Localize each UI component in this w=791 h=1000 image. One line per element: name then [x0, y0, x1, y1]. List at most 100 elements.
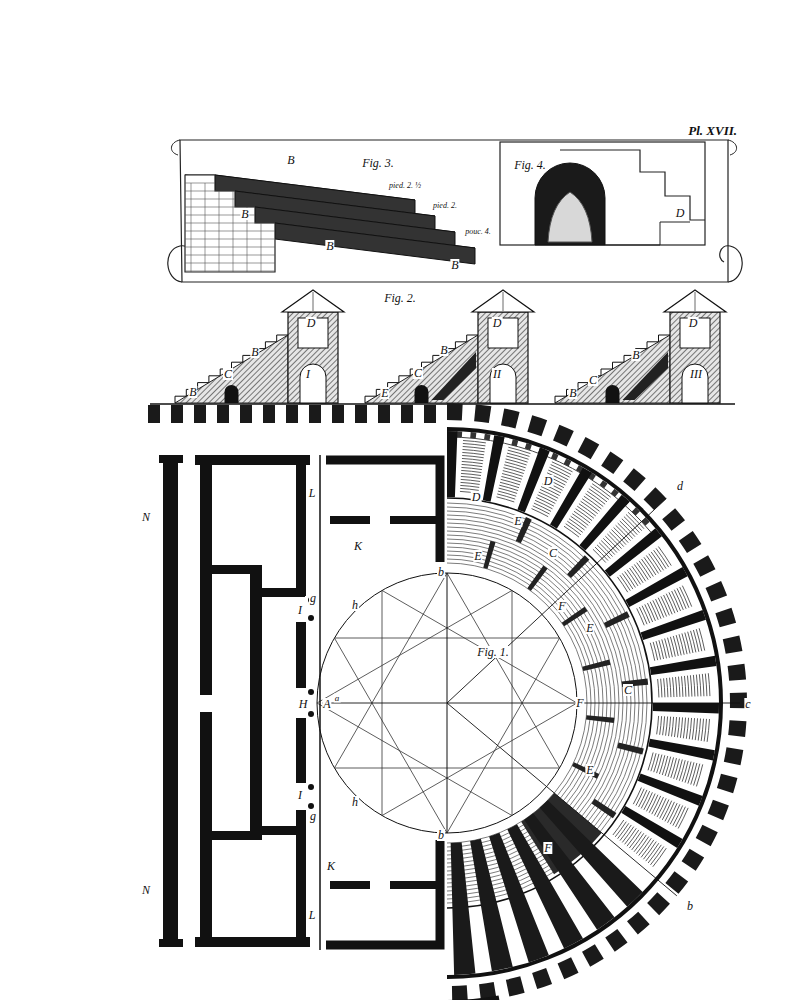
stair-hatch: [696, 764, 702, 786]
stair-hatch: [687, 676, 688, 697]
pier: [706, 581, 728, 602]
pier: [682, 849, 705, 871]
stair-hatch: [669, 717, 671, 736]
radial-wall: [653, 703, 719, 713]
stair-hatch: [502, 474, 522, 480]
pier: [501, 409, 520, 429]
stair-hatch: [679, 677, 680, 697]
seating-section: [175, 335, 288, 403]
pier: [424, 405, 436, 423]
masonry-joint: [191, 247, 192, 255]
pier: [286, 405, 298, 423]
wall: [195, 455, 310, 465]
stair-hatch: [704, 719, 706, 742]
stair-hatch: [643, 842, 656, 860]
column: [308, 784, 314, 790]
gallery-column: [600, 480, 608, 488]
stair-hatch: [533, 506, 550, 514]
stair-hatch: [665, 757, 671, 776]
roof-post: [695, 292, 696, 311]
wall: [296, 455, 306, 596]
masonry-joint: [205, 263, 206, 271]
step-profile: [555, 335, 670, 403]
callout-letter: L: [308, 909, 317, 921]
stair-hatch: [462, 458, 483, 460]
stair-hatch: [684, 676, 685, 697]
callout-letter: D: [543, 475, 554, 487]
stair-hatch: [587, 491, 605, 504]
stair-hatch: [664, 678, 665, 697]
masonry-joint: [205, 215, 206, 223]
stair-hatch: [696, 675, 698, 697]
stair-hatch: [504, 465, 525, 471]
callout-letter: D: [688, 317, 699, 329]
callout-letter: C: [223, 368, 233, 380]
stair-hatch: [507, 453, 529, 459]
masonry-joint: [233, 215, 234, 223]
portico-tower: [670, 312, 720, 403]
wall: [159, 455, 183, 463]
callout-letter: B: [439, 344, 448, 356]
stair-hatch: [633, 788, 641, 805]
pier: [693, 555, 715, 576]
stair-hatch: [702, 674, 704, 696]
stair-block: [592, 799, 617, 818]
axis-line: [322, 703, 740, 704]
masonry-joint: [219, 191, 220, 199]
stair-hatch: [506, 456, 527, 462]
pier: [679, 531, 702, 553]
masonry-joint: [233, 231, 234, 239]
stair-hatch: [668, 757, 674, 777]
callout-letter: d: [676, 480, 684, 492]
stair-hatch: [462, 464, 483, 466]
pier: [717, 774, 738, 793]
pier: [665, 871, 688, 893]
masonry-joint: [233, 199, 234, 207]
portico-tower: [288, 312, 338, 403]
stair-hatch: [688, 632, 693, 653]
pier: [194, 405, 206, 423]
stair-hatch: [646, 794, 655, 812]
masonry-joint: [205, 239, 206, 247]
portico-roof: [472, 290, 534, 312]
stair-hatch: [592, 484, 611, 497]
stair-hatch: [672, 717, 674, 737]
stair-hatch: [463, 449, 485, 451]
wall: [159, 939, 183, 947]
pier: [378, 405, 390, 423]
stair-hatch: [463, 440, 486, 442]
stair-hatch: [462, 452, 484, 454]
roof-post: [313, 292, 314, 311]
callout-letter: I: [305, 368, 311, 380]
masonry-joint: [205, 191, 206, 199]
stair-hatch: [685, 633, 690, 654]
masonry-joint: [205, 231, 206, 239]
stair-hatch: [696, 629, 701, 651]
outer-wall: [163, 455, 178, 947]
axis-line: [447, 498, 666, 703]
tower-arch: [490, 364, 516, 403]
callout-letter: N: [141, 884, 151, 896]
pier: [662, 508, 685, 531]
stair-hatch: [657, 755, 662, 774]
wall: [212, 831, 252, 840]
masonry-joint: [191, 183, 192, 191]
masonry-joint: [233, 239, 234, 247]
wall: [212, 565, 252, 574]
stair-hatch: [666, 716, 668, 735]
pier: [647, 892, 670, 915]
pier: [474, 404, 491, 423]
stair-block: [582, 660, 610, 672]
stair-hatch: [699, 674, 701, 696]
callout-letter: E: [513, 515, 522, 527]
gallery-column: [564, 459, 572, 467]
pier: [644, 487, 667, 510]
callout-letter: B: [250, 346, 259, 358]
masonry-joint: [261, 239, 262, 247]
radial-wall: [641, 610, 706, 640]
stair-hatch: [642, 606, 650, 623]
hospitalia-room: [326, 460, 440, 562]
callout-letter: b: [686, 900, 694, 912]
stair-hatch: [671, 758, 677, 778]
